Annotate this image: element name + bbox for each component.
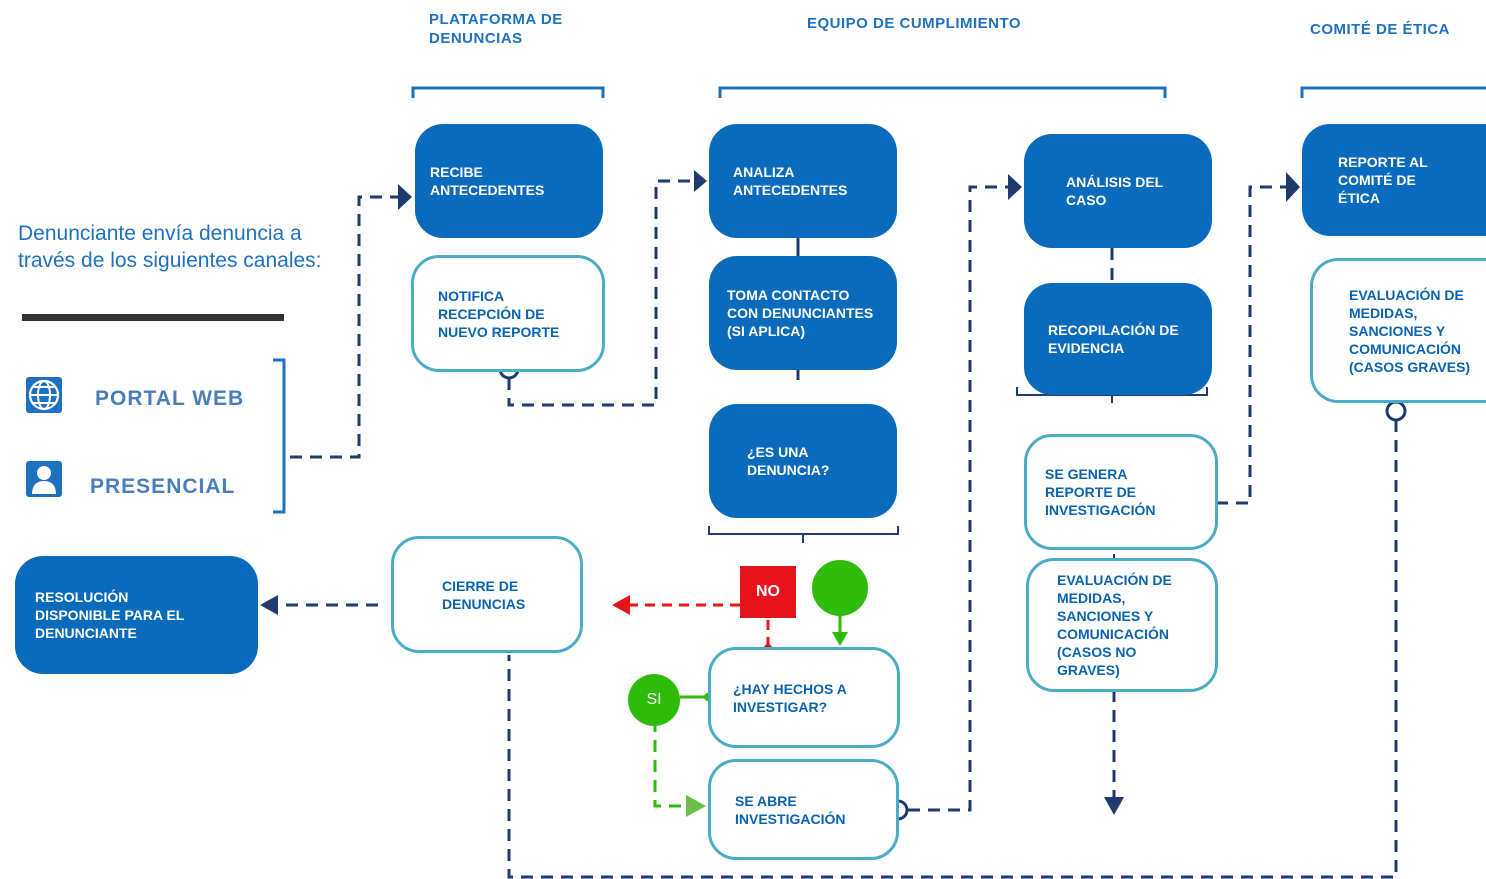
arrowhead-analyze [694,170,707,192]
yes-arrowhead-question [832,632,848,646]
intro-text: Denunciante envía denuncia a través de l… [18,222,322,272]
platform-bracket [411,86,605,98]
channel-web-label: PORTAL WEB [95,387,245,410]
yes-to-open [653,720,686,808]
arrowhead-resolution [260,595,278,615]
resolution-box: RESOLUCIÓN DISPONIBLE PARA EL DENUNCIANT… [15,556,258,674]
eval-minor-box: EVALUACIÓN DE MEDIDAS, SANCIONES Y COMUN… [1026,558,1218,692]
analyze-box: ANALIZA ANTECEDENTES [709,124,897,238]
connector-channels-to-receive [290,195,398,459]
ethics-report-box: REPORTE AL COMITÉ DE ÉTICA [1302,124,1486,236]
header-ethics: COMITÉ DE ÉTICA [1310,21,1451,38]
evidence-box: RECOPILACIÓN DE EVIDENCIA [1024,283,1212,395]
analysis-bracket [708,526,899,543]
connector-notify-to-analyze [507,179,694,407]
ethics-bracket [1300,86,1486,98]
connector-report-to-ethics [1216,185,1286,505]
channel-in-person-label: PRESENCIAL [90,475,236,498]
receive-box: RECIBE ANTECEDENTES [415,124,603,238]
header-compliance: EQUIPO DE CUMPLIMIENTO [807,15,1022,32]
open-investigation-box: SE ABRE INVESTIGACIÓN [708,759,899,860]
arrowhead-case [1008,174,1022,200]
header-platform: PLATAFORMA DE DENUNCIAS [429,11,563,47]
any-facts-box: ¿HAY HECHOS A INVESTIGAR? [708,647,900,748]
connector-open-to-case [908,185,1008,812]
arrowhead-receive [398,184,412,210]
evidence-bracket [1016,387,1208,403]
case-analysis-box: ANÁLISIS DEL CASO [1024,134,1212,248]
arrowhead-ethics [1286,172,1300,202]
closure-box: CIERRE DE DENUNCIAS [391,536,583,653]
arrowhead-down [1104,797,1124,815]
is-complaint-box: ¿ES UNA DENUNCIA? [709,404,897,518]
globe-icon [25,376,63,419]
eval-major-box: EVALUACIÓN DE MEDIDAS, SANCIONES Y COMUN… [1310,258,1486,403]
channels-bracket [273,358,286,514]
person-icon [25,460,63,503]
notify-box: NOTIFICA RECEPCIÓN DE NUEVO REPORTE [411,255,605,372]
intro-divider [22,314,284,321]
no-arrowhead [612,595,630,615]
compliance-bracket [718,86,1167,98]
report-box: SE GENERA REPORTE DE INVESTIGACIÓN [1024,434,1218,550]
contact-box: TOMA CONTACTO CON DENUNCIANTES (SI APLIC… [709,256,897,370]
yes-arrowhead-open [686,795,706,817]
yes-start-circle [812,560,868,616]
yes-label: SI [628,674,680,726]
connector-ethics-to-closure [507,420,1398,879]
no-label: NO [740,566,796,618]
connector-dot-eval-major [1385,400,1407,422]
